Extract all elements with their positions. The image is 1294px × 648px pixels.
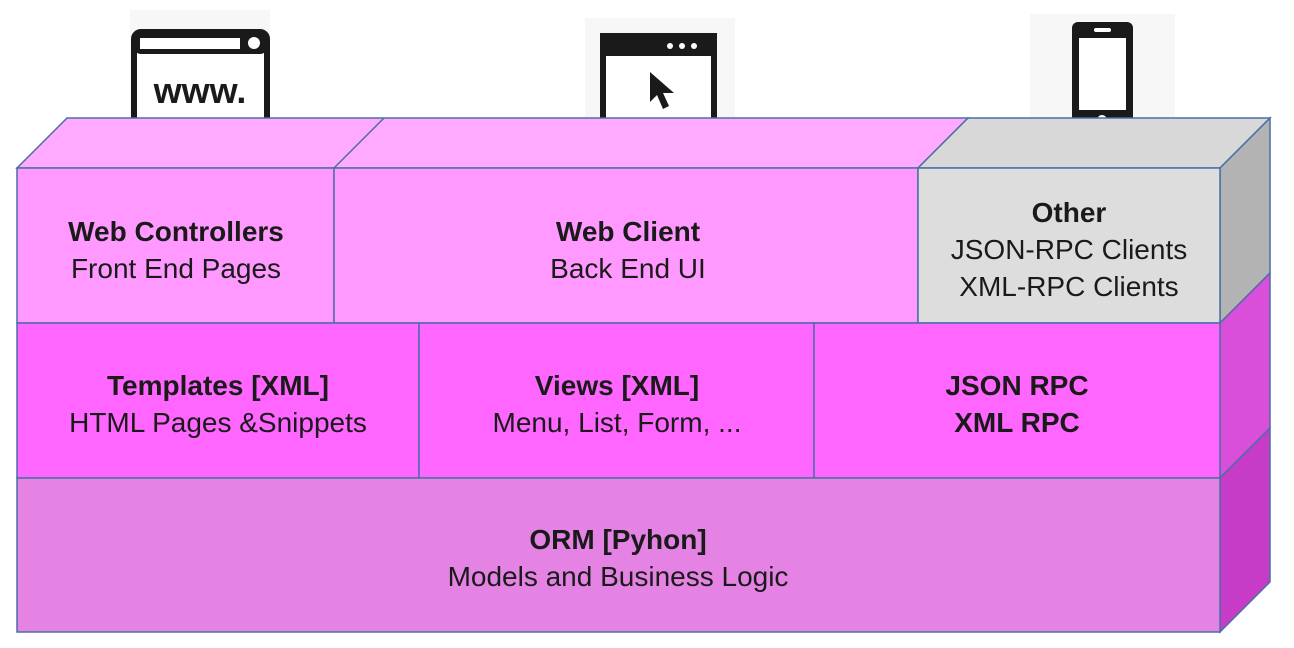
templates-title: Templates [XML] [107, 370, 329, 401]
web-client-title: Web Client [556, 216, 700, 247]
orm-block [16, 477, 1221, 633]
templates-block [16, 322, 420, 479]
web-client-block [333, 167, 919, 324]
views-title: Views [XML] [535, 370, 699, 401]
json-rpc-label: JSON RPC [945, 370, 1088, 401]
web-controllers-subtitle: Front End Pages [71, 253, 281, 284]
views-subtitle: Menu, List, Form, ... [493, 407, 742, 438]
top-face-web [15, 117, 970, 169]
web-client-subtitle: Back End UI [550, 253, 706, 284]
orm-title: ORM [Pyhon] [529, 524, 706, 555]
json-rpc-clients-label: JSON-RPC Clients [951, 234, 1187, 265]
web-browser-icon: www. [130, 10, 270, 135]
xml-rpc-label: XML RPC [954, 407, 1080, 438]
mouse-cursor-icon [650, 72, 674, 109]
rpc-block [813, 322, 1221, 479]
orm-subtitle: Models and Business Logic [448, 561, 789, 592]
web-controllers-block [16, 167, 335, 324]
www-icon-text: www. [153, 70, 247, 111]
web-controllers-title: Web Controllers [68, 216, 284, 247]
views-block [418, 322, 815, 479]
mobile-phone-icon [1030, 14, 1175, 136]
other-clients-block [917, 167, 1221, 324]
top-face-other [916, 117, 1272, 169]
other-clients-title: Other [1032, 197, 1107, 228]
xml-rpc-clients-label: XML-RPC Clients [959, 271, 1178, 302]
templates-subtitle: HTML Pages &Snippets [69, 407, 367, 438]
